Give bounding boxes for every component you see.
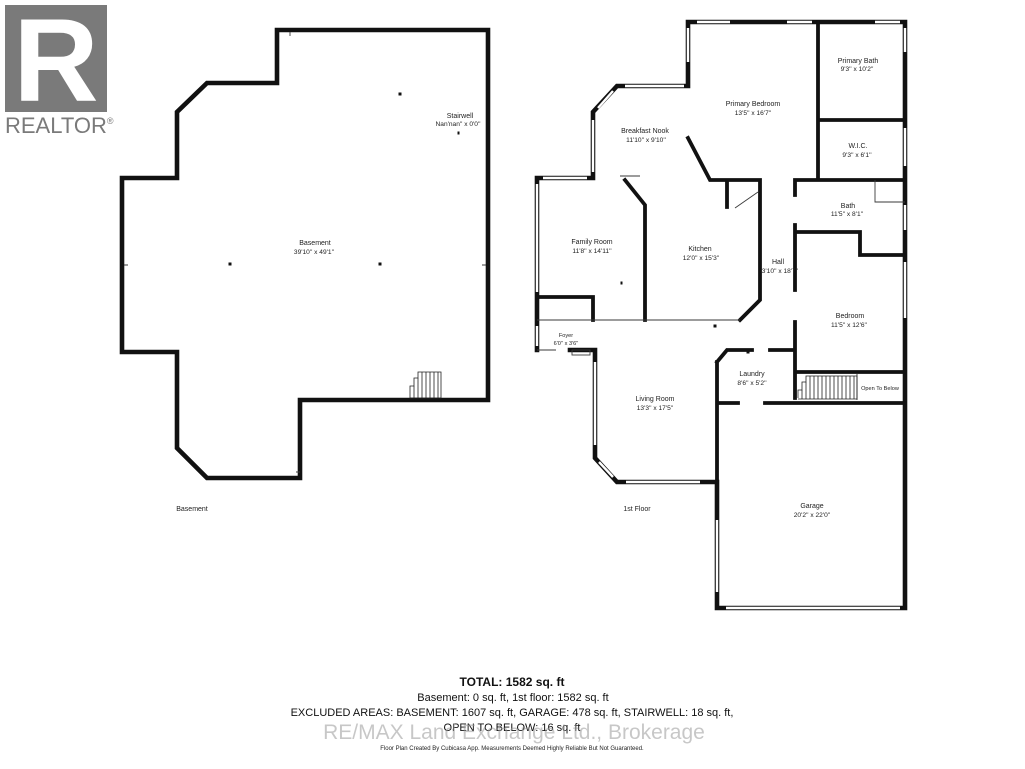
room-dims-stairwell: Nan'nan'' x 0'0''	[436, 121, 481, 128]
room-label-wic: W.I.C.	[848, 143, 867, 150]
summary-floors: Basement: 0 sq. ft, 1st floor: 1582 sq. …	[417, 692, 608, 704]
first-floor-stairs-treads	[801, 376, 855, 399]
basement-marker	[378, 262, 382, 266]
summary-total: TOTAL: 1582 sq. ft	[460, 675, 565, 689]
front-step	[571, 349, 591, 356]
first-floor-stairs-icon	[797, 375, 858, 400]
summary-excluded-areas: EXCLUDED AREAS: BASEMENT: 1607 sq. ft, G…	[291, 707, 734, 719]
room-dims-basement: 39'10'' x 49'1''	[294, 249, 334, 256]
room-label-open-to-below: Open To Below	[861, 386, 900, 392]
room-dims-family-room: 11'8'' x 14'11''	[572, 248, 611, 255]
realtor-logo-badge	[5, 5, 107, 112]
basement-marker	[398, 92, 402, 96]
room-dims-foyer: 6'0'' x 3'6''	[554, 341, 579, 347]
room-dims-living-room: 13'3'' x 17'5''	[637, 405, 674, 412]
realtor-logo: R REALTOR®	[5, 0, 114, 138]
basement-plan: Stairwell Nan'nan'' x 0'0'' Basement 39'…	[119, 27, 491, 513]
room-label-family-room: Family Room	[571, 239, 612, 246]
room-label-basement: Basement	[299, 240, 331, 247]
first-floor-plan: Primary Bath 9'3'' x 10'2'' Primary Bedr…	[534, 19, 908, 611]
room-label-bedroom: Bedroom	[836, 313, 865, 320]
room-dims-bath: 11'5'' x 8'1''	[831, 211, 863, 218]
realtor-logo-letter: R	[13, 0, 98, 127]
first-floor-thin-lines	[537, 175, 905, 400]
basement-stairs-treads	[413, 372, 439, 398]
room-label-laundry: Laundry	[739, 371, 765, 378]
basement-exterior-wall	[119, 27, 491, 481]
room-dims-kitchen: 12'0'' x 15'3''	[683, 255, 720, 262]
floor-marker	[713, 324, 717, 328]
room-label-living-room: Living Room	[636, 396, 675, 403]
room-dims-breakfast-nook: 11'10'' x 9'10''	[626, 137, 666, 144]
room-dims-laundry: 8'6'' x 5'2''	[737, 380, 766, 387]
floor-label-first-floor: 1st Floor	[623, 506, 651, 513]
basement-stairs-outline	[409, 371, 442, 399]
room-dims-primary-bedroom: 13'5'' x 16'7''	[735, 110, 772, 117]
room-label-hall: Hall	[772, 259, 785, 266]
basement-marker	[228, 262, 232, 266]
room-label-kitchen: Kitchen	[688, 246, 711, 253]
room-dims-garage: 20'2'' x 22'0''	[794, 512, 831, 519]
room-dims-primary-bath: 9'3'' x 10'2''	[841, 66, 874, 73]
realtor-registered-mark: ®	[107, 116, 114, 126]
floor-plan-credit: Floor Plan Created By Cubicasa App. Meas…	[380, 746, 644, 752]
first-floor-interior-walls	[535, 20, 907, 484]
room-label-breakfast-nook: Breakfast Nook	[621, 128, 669, 135]
floor-label-basement: Basement	[176, 506, 208, 513]
area-summary: TOTAL: 1582 sq. ft Basement: 0 sq. ft, 1…	[291, 675, 734, 752]
floor-marker	[746, 350, 750, 354]
room-label-primary-bedroom: Primary Bedroom	[726, 101, 781, 108]
watermark: RE/MAX Land Exchange Ltd., Brokerage	[323, 721, 705, 744]
floor-marker	[620, 281, 623, 285]
room-dims-hall: 3'10'' x 18'7''	[762, 268, 799, 275]
room-dims-bedroom: 11'5'' x 12'6''	[831, 322, 867, 329]
stairwell-marker	[457, 131, 460, 135]
basement-wall-ticks	[124, 32, 486, 473]
realtor-wordmark: REALTOR®	[5, 113, 114, 138]
room-label-bath: Bath	[841, 203, 856, 210]
realtor-wordmark-text: REALTOR	[5, 113, 107, 138]
room-dims-wic: 9'3'' x 6'1''	[842, 152, 871, 159]
room-label-stairwell: Stairwell	[447, 113, 474, 120]
basement-stairs-icon	[409, 371, 442, 399]
summary-open-to-below: OPEN TO BELOW: 16 sq. ft	[444, 722, 581, 734]
first-floor-stairs-outline	[797, 375, 858, 400]
room-label-garage: Garage	[800, 503, 823, 510]
window-openings	[535, 20, 907, 610]
room-label-foyer: Foyer	[559, 333, 573, 339]
room-label-primary-bath: Primary Bath	[838, 58, 879, 65]
